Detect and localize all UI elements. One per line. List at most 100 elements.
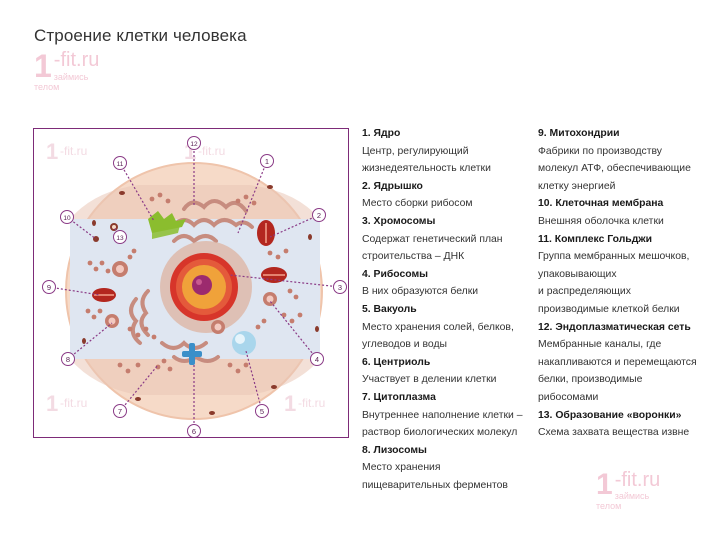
ribosome-dot [283, 248, 289, 254]
callout-marker [260, 154, 274, 168]
svg-text:-fit.ru: -fit.ru [198, 144, 225, 158]
ribosome-dot [93, 266, 99, 272]
ribosome-dot [149, 196, 155, 202]
endoplasmic-reticulum [129, 199, 254, 363]
ribosome-dot [131, 248, 137, 254]
ribosome-dot [127, 326, 133, 332]
ribosome-dot [297, 312, 303, 318]
callout-number: 10 [63, 215, 71, 222]
legend-description: упаковывающих [538, 268, 617, 280]
legend-description: Внешняя оболочка клетки [538, 215, 664, 227]
legend-description: Содержат генетический план [362, 233, 503, 245]
legend-description: клетку энергией [538, 180, 616, 192]
ribosome-dot [275, 254, 281, 260]
legend-description: производимые клеткой белки [538, 303, 680, 315]
callout-marker [187, 424, 201, 437]
lysosome [105, 261, 277, 334]
legend-description: жизнедеятельность клетки [362, 163, 491, 175]
membrane-pores [82, 185, 319, 415]
legend-description: молекул АТФ, обеспечивающие [538, 163, 691, 175]
ribosome-dot [135, 332, 141, 338]
watermark-logo: 1 -fit.ru займись телом [34, 48, 100, 92]
legend-description: и распределяющих [538, 286, 631, 298]
callout-number: 9 [47, 283, 51, 292]
legend-description: Фабрики по производству [538, 145, 662, 157]
callout-leader-line [269, 300, 318, 360]
svg-text:1: 1 [284, 391, 296, 416]
ribosome-dot [267, 250, 273, 256]
callout-leader-line [269, 214, 320, 238]
ribosome-dot [235, 198, 241, 204]
ribosome-dot [161, 358, 167, 364]
ribosome-dot [251, 200, 257, 206]
ribosome-dot [125, 368, 131, 374]
legend-item: 13. Образование «воронки»Схема захвата в… [538, 407, 714, 442]
callout-number: 6 [192, 427, 196, 436]
ribosome-dot [99, 260, 105, 266]
callout-marker [113, 230, 127, 244]
ribosome-dot [167, 366, 173, 372]
legend-term: 13. Образование «воронки» [538, 409, 682, 421]
ribosome-dot [287, 288, 293, 294]
ribosome-dot [227, 362, 233, 368]
callout-number: 12 [190, 141, 198, 148]
legend-description: углеводов и воды [362, 339, 447, 351]
callout-number: 4 [315, 355, 319, 364]
svg-text:-fit.ru: -fit.ru [60, 396, 87, 410]
ribosome-dot [143, 326, 149, 332]
callout-leader-line [67, 322, 113, 360]
callout-number: 2 [317, 211, 321, 220]
legend-description: В них образуются белки [362, 286, 479, 298]
legend-description: Мембранные каналы, где [538, 339, 662, 351]
cell-diagram: 1 -fit.ru 1 -fit.ru 1 -fit.ru 1 -fit.ru [33, 128, 349, 438]
ribosome-dot [117, 362, 123, 368]
ribosome-dot [91, 314, 97, 320]
ribosome-dot [157, 192, 163, 198]
callout-leader-line [119, 364, 159, 412]
ribosome-dot [235, 368, 241, 374]
legend-description: Место сборки рибосом [362, 198, 473, 210]
callout-marker [61, 352, 75, 366]
vacuole [232, 331, 256, 355]
legend-term: 12. Эндоплазматическая сеть [538, 321, 691, 333]
ribosome-dot [151, 334, 157, 340]
ribosome-dot [135, 362, 141, 368]
ribosome-dot [85, 308, 91, 314]
legend-description: рибосомами [538, 391, 599, 403]
ribosome-dot [293, 294, 299, 300]
callout-leader-line [237, 160, 268, 234]
ribosome-dot [281, 312, 287, 318]
legend-term: 9. Митохондрии [538, 128, 620, 139]
legend-term: 4. Рибосомы [362, 268, 429, 280]
ribosome-dot [243, 194, 249, 200]
callout-leader-line [119, 162, 155, 222]
legend-term: 1. Ядро [362, 128, 401, 139]
legend-term: 3. Хромосомы [362, 215, 436, 227]
diagram-watermarks: 1 -fit.ru 1 -fit.ru 1 -fit.ru 1 -fit.ru [46, 139, 325, 416]
callout-number: 7 [118, 407, 122, 416]
legend-description: Внутреннее наполнение клетки – [362, 409, 523, 421]
ribosome-dot [155, 364, 161, 370]
legend-term: 6. Центриоль [362, 356, 431, 368]
ribosome-dot [255, 324, 261, 330]
svg-text:1: 1 [46, 391, 58, 416]
centriole [182, 343, 202, 365]
legend-term: 5. Вакуоль [362, 303, 417, 315]
legend-description: Участвует в делении клетки [362, 374, 497, 386]
callout-number: 11 [117, 161, 124, 168]
callout-number: 3 [338, 283, 342, 292]
ribosome-dot [261, 318, 267, 324]
callout-marker [42, 280, 56, 294]
watermark-logo-bottom: 1 -fit.ru займись телом [596, 468, 661, 512]
